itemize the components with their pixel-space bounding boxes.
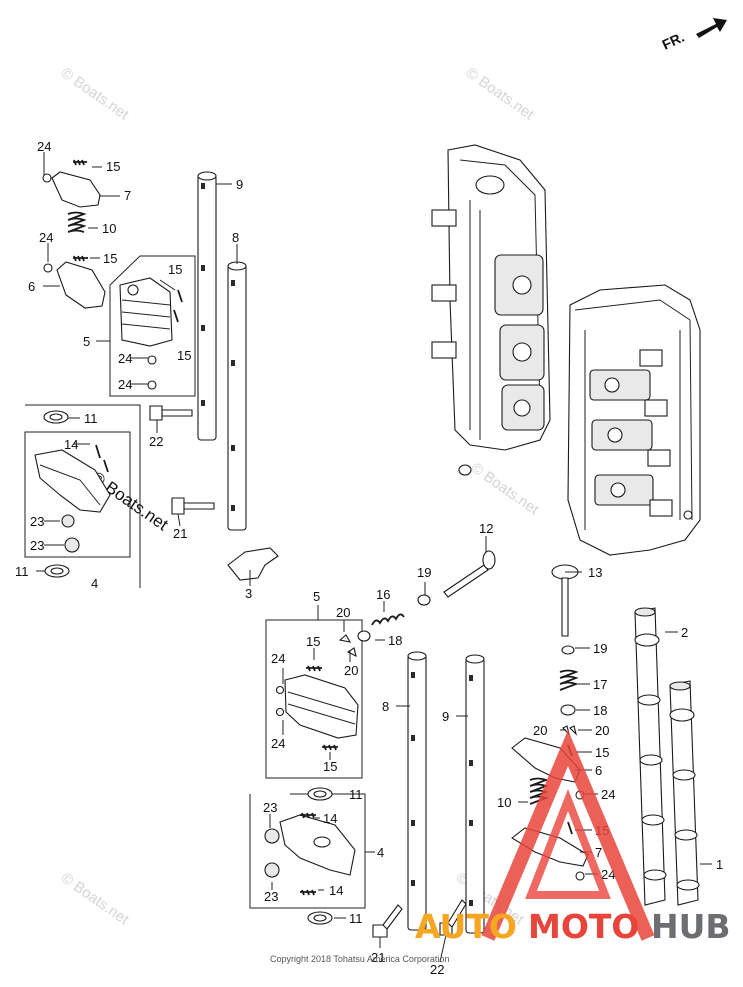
callout-22: 22 bbox=[149, 434, 163, 449]
callout-11: 11 bbox=[349, 911, 363, 926]
callout-15: 15 bbox=[323, 759, 337, 774]
automotohub-logo: AUTO MOTO HUB bbox=[415, 729, 731, 946]
callout-2: 2 bbox=[681, 625, 688, 640]
watermark-text: © Boats.net bbox=[58, 64, 133, 123]
callout-24: 24 bbox=[271, 651, 285, 666]
plate-3 bbox=[227, 547, 279, 581]
callout-6: 6 bbox=[28, 279, 35, 294]
callout-22: 22 bbox=[430, 962, 444, 977]
callout-15: 15 bbox=[103, 251, 117, 266]
leader-lines bbox=[36, 152, 712, 963]
callout-15: 15 bbox=[168, 262, 182, 277]
callout-10: 10 bbox=[102, 221, 116, 236]
callout-15: 15 bbox=[595, 745, 609, 760]
callout-1: 1 bbox=[716, 857, 723, 872]
rocker-shaft-9b bbox=[465, 654, 485, 934]
callout-5: 5 bbox=[313, 589, 320, 604]
logo-text-auto: AUTO bbox=[415, 907, 517, 946]
cylinder-head-rear bbox=[431, 144, 551, 476]
valve-12 bbox=[443, 564, 489, 598]
rocker-assembly-5b bbox=[284, 674, 359, 739]
logo-triangle-icon bbox=[481, 729, 655, 941]
logo-text-hub: HUB bbox=[651, 907, 731, 946]
callout-4: 4 bbox=[91, 576, 98, 591]
callout-23: 23 bbox=[264, 889, 278, 904]
callout-9: 9 bbox=[442, 709, 449, 724]
callout-24: 24 bbox=[118, 377, 132, 392]
callout-15: 15 bbox=[306, 634, 320, 649]
callout-6: 6 bbox=[595, 763, 602, 778]
callout-24: 24 bbox=[601, 867, 615, 882]
callout-7: 7 bbox=[124, 188, 131, 203]
callout-20: 20 bbox=[533, 723, 547, 738]
callout-24: 24 bbox=[271, 736, 285, 751]
callout-14: 14 bbox=[323, 811, 337, 826]
copyright-text: Copyright 2018 Tohatsu America Corporati… bbox=[270, 954, 449, 964]
rocker-shaft-8b bbox=[407, 651, 427, 931]
callout-18: 18 bbox=[388, 633, 402, 648]
nut-24 bbox=[42, 173, 52, 183]
callout-23: 23 bbox=[30, 514, 44, 529]
callout-15: 15 bbox=[106, 159, 120, 174]
camshaft-2 bbox=[634, 607, 667, 906]
callout-23: 23 bbox=[263, 800, 277, 815]
callout-11: 11 bbox=[84, 411, 98, 426]
callout-4: 4 bbox=[377, 845, 384, 860]
callout-5: 5 bbox=[83, 334, 90, 349]
rocker-arm-7 bbox=[51, 171, 101, 208]
logo-text-moto: MOTO bbox=[528, 907, 639, 946]
callout-labels: 24 15 7 10 24 15 6 5 15 15 24 24 9 8 11 … bbox=[15, 139, 723, 977]
callout-24: 24 bbox=[118, 351, 132, 366]
callout-17: 17 bbox=[593, 677, 607, 692]
direction-label: FR. bbox=[660, 29, 687, 53]
camshaft-1 bbox=[669, 680, 700, 906]
callout-21: 21 bbox=[173, 526, 187, 541]
callout-20: 20 bbox=[595, 723, 609, 738]
rocker-shaft-9 bbox=[197, 171, 217, 441]
callout-9: 9 bbox=[236, 177, 243, 192]
callout-12: 12 bbox=[479, 521, 493, 536]
callout-18: 18 bbox=[593, 703, 607, 718]
rocker-shaft-8 bbox=[227, 261, 247, 531]
callout-20: 20 bbox=[336, 605, 350, 620]
rocker-arm-6 bbox=[56, 261, 106, 309]
callout-19: 19 bbox=[417, 565, 431, 580]
upper-rocker-group bbox=[24, 159, 279, 588]
callout-3: 3 bbox=[245, 586, 252, 601]
watermark-text: © Boats.net bbox=[468, 459, 543, 518]
callout-24: 24 bbox=[39, 230, 53, 245]
front-arrow-icon bbox=[696, 18, 727, 38]
watermark-text: © Boats.net bbox=[58, 869, 133, 928]
front-direction-indicator: FR. bbox=[660, 18, 727, 53]
callout-8: 8 bbox=[232, 230, 239, 245]
callout-24: 24 bbox=[601, 787, 615, 802]
cylinder-head-front bbox=[567, 284, 701, 556]
callout-8: 8 bbox=[382, 699, 389, 714]
callout-19: 19 bbox=[593, 641, 607, 656]
callout-24: 24 bbox=[37, 139, 51, 154]
callout-7: 7 bbox=[595, 845, 602, 860]
watermark-text: © Boats.net bbox=[463, 64, 538, 123]
callout-23: 23 bbox=[30, 538, 44, 553]
callout-15: 15 bbox=[177, 348, 191, 363]
callout-11: 11 bbox=[15, 564, 29, 579]
callout-20: 20 bbox=[344, 663, 358, 678]
rocker-bracket-4 bbox=[34, 449, 111, 513]
callout-21: 21 bbox=[371, 950, 385, 965]
callout-14: 14 bbox=[64, 437, 78, 452]
callout-14: 14 bbox=[329, 883, 343, 898]
callout-16: 16 bbox=[376, 587, 390, 602]
callout-10: 10 bbox=[497, 795, 511, 810]
lower-rocker-group bbox=[249, 550, 700, 938]
callout-13: 13 bbox=[588, 565, 602, 580]
callout-11: 11 bbox=[349, 787, 363, 802]
